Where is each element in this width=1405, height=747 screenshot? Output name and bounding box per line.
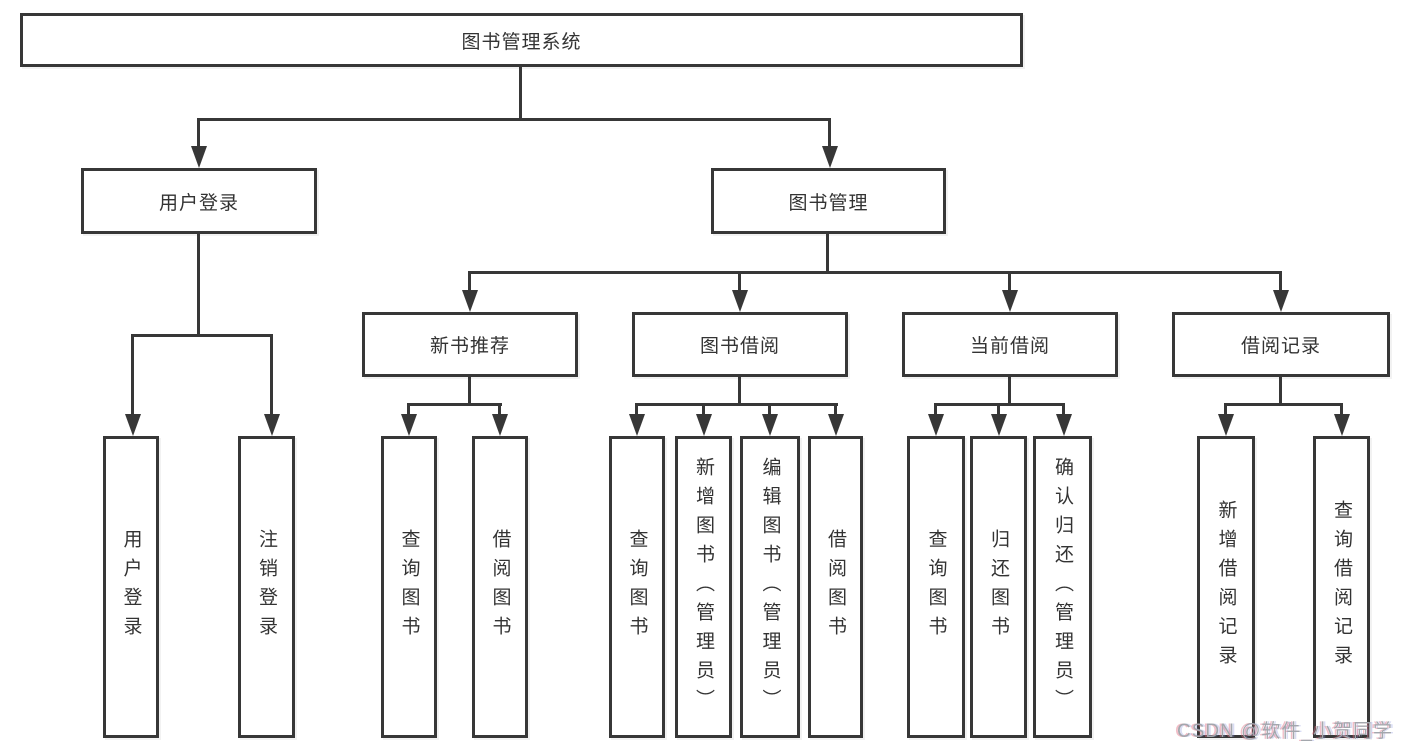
connector-rec-trunk bbox=[468, 377, 471, 406]
leaf-return-books: 归还图书 bbox=[970, 436, 1027, 738]
csdn-watermark: CSDN @软件_小贺同学 bbox=[1177, 721, 1393, 742]
leaf-add-books-admin-label: 新增图书（管理员） bbox=[693, 456, 714, 718]
connector-records-trunk bbox=[1279, 377, 1282, 406]
leaf-query-borrow-record: 查询借阅记录 bbox=[1313, 436, 1370, 738]
arrow-to-current-confirm bbox=[1056, 414, 1072, 436]
connector-stem-rec-query bbox=[407, 403, 410, 416]
node-new-book-rec-label: 新书推荐 bbox=[429, 336, 510, 357]
node-user-login: 用户登录 bbox=[81, 168, 317, 234]
leaf-rec-query-books: 查询图书 bbox=[381, 436, 437, 738]
connector-records-bus bbox=[1224, 403, 1343, 406]
connector-user-login-bus bbox=[131, 334, 273, 337]
arrow-to-logout-leaf bbox=[264, 414, 280, 436]
connector-stem-current-query bbox=[934, 403, 937, 416]
node-borrow-records: 借阅记录 bbox=[1172, 312, 1390, 377]
connector-stem-borrow-borrow bbox=[834, 403, 837, 416]
connector-stem-borrow-records bbox=[1279, 271, 1282, 292]
connector-stem-borrow-query bbox=[635, 403, 638, 416]
leaf-rec-borrow-books-label: 借阅图书 bbox=[489, 529, 511, 645]
node-current-borrow-label: 当前借阅 bbox=[969, 336, 1050, 357]
leaf-borrow-query-books: 查询图书 bbox=[609, 436, 665, 738]
connector-root-bus bbox=[197, 118, 831, 121]
connector-book-mgmt-trunk bbox=[826, 234, 829, 274]
arrow-to-borrow-borrow bbox=[828, 414, 844, 436]
leaf-borrow-borrow-books: 借阅图书 bbox=[808, 436, 863, 738]
connector-stem-book-mgmt bbox=[828, 118, 831, 150]
leaf-add-borrow-record: 新增借阅记录 bbox=[1197, 436, 1255, 738]
connector-user-login-trunk bbox=[197, 234, 200, 336]
leaf-rec-query-books-label: 查询图书 bbox=[398, 529, 420, 645]
connector-stem-book-borrow bbox=[738, 271, 741, 292]
connector-stem-records-add bbox=[1224, 403, 1227, 416]
connector-stem-login-leaf bbox=[131, 334, 134, 416]
connector-stem-records-query bbox=[1340, 403, 1343, 416]
leaf-confirm-return-admin-label: 确认归还（管理员） bbox=[1052, 456, 1073, 718]
arrow-to-new-book-rec bbox=[462, 290, 478, 312]
arrow-to-borrow-records bbox=[1273, 290, 1289, 312]
connector-borrow-trunk bbox=[738, 377, 741, 406]
node-borrow-records-label: 借阅记录 bbox=[1240, 336, 1321, 357]
node-new-book-rec: 新书推荐 bbox=[362, 312, 578, 377]
connector-current-trunk bbox=[1008, 377, 1011, 406]
connector-stem-user-login bbox=[197, 118, 200, 150]
connector-book-mgmt-bus bbox=[468, 271, 1282, 274]
arrow-to-current-query bbox=[928, 414, 944, 436]
arrow-to-borrow-query bbox=[629, 414, 645, 436]
node-user-login-label: 用户登录 bbox=[158, 192, 239, 214]
leaf-query-borrow-record-label: 查询借阅记录 bbox=[1331, 500, 1352, 674]
leaf-edit-books-admin-label: 编辑图书（管理员） bbox=[759, 456, 781, 718]
arrow-to-borrow-add bbox=[696, 414, 712, 436]
arrow-to-current-borrow bbox=[1002, 290, 1018, 312]
leaf-logout: 注销登录 bbox=[238, 436, 295, 738]
arrow-to-login-leaf bbox=[125, 414, 141, 436]
connector-stem-logout-leaf bbox=[270, 334, 273, 416]
node-root-label: 图书管理系统 bbox=[461, 31, 582, 53]
node-root: 图书管理系统 bbox=[20, 13, 1023, 67]
arrow-to-user-login bbox=[191, 146, 207, 168]
leaf-user-login: 用户登录 bbox=[103, 436, 159, 738]
connector-stem-new-book-rec bbox=[468, 271, 471, 292]
connector-stem-current-borrow bbox=[1008, 271, 1011, 292]
node-book-mgmt: 图书管理 bbox=[711, 168, 946, 234]
node-current-borrow: 当前借阅 bbox=[902, 312, 1118, 377]
arrow-to-rec-borrow bbox=[492, 414, 508, 436]
connector-root-trunk bbox=[519, 67, 522, 120]
leaf-add-books-admin: 新增图书（管理员） bbox=[675, 436, 732, 738]
leaf-current-query-books: 查询图书 bbox=[907, 436, 965, 738]
leaf-borrow-query-books-label: 查询图书 bbox=[626, 529, 648, 645]
leaf-return-books-label: 归还图书 bbox=[988, 529, 1009, 645]
node-book-mgmt-label: 图书管理 bbox=[788, 192, 869, 214]
node-book-borrow: 图书借阅 bbox=[632, 312, 848, 377]
arrow-to-records-query bbox=[1334, 414, 1350, 436]
leaf-confirm-return-admin: 确认归还（管理员） bbox=[1033, 436, 1092, 738]
arrow-to-records-add bbox=[1218, 414, 1234, 436]
leaf-logout-label: 注销登录 bbox=[256, 529, 277, 645]
arrow-to-current-return bbox=[991, 414, 1007, 436]
leaf-rec-borrow-books: 借阅图书 bbox=[472, 436, 528, 738]
connector-stem-current-return bbox=[997, 403, 1000, 416]
connector-stem-borrow-edit bbox=[768, 403, 771, 416]
connector-stem-borrow-add bbox=[702, 403, 705, 416]
connector-borrow-bus bbox=[635, 403, 838, 406]
connector-rec-bus bbox=[407, 403, 502, 406]
node-book-borrow-label: 图书借阅 bbox=[699, 336, 780, 357]
arrow-to-borrow-edit bbox=[762, 414, 778, 436]
connector-stem-current-confirm bbox=[1062, 403, 1065, 416]
leaf-current-query-books-label: 查询图书 bbox=[925, 529, 947, 645]
leaf-user-login-label: 用户登录 bbox=[120, 529, 142, 645]
leaf-borrow-borrow-books-label: 借阅图书 bbox=[825, 529, 846, 645]
arrow-to-book-mgmt bbox=[822, 146, 838, 168]
arrow-to-rec-query bbox=[401, 414, 417, 436]
leaf-add-borrow-record-label: 新增借阅记录 bbox=[1215, 500, 1237, 674]
arrow-to-book-borrow bbox=[732, 290, 748, 312]
connector-stem-rec-borrow bbox=[498, 403, 501, 416]
leaf-edit-books-admin: 编辑图书（管理员） bbox=[740, 436, 800, 738]
